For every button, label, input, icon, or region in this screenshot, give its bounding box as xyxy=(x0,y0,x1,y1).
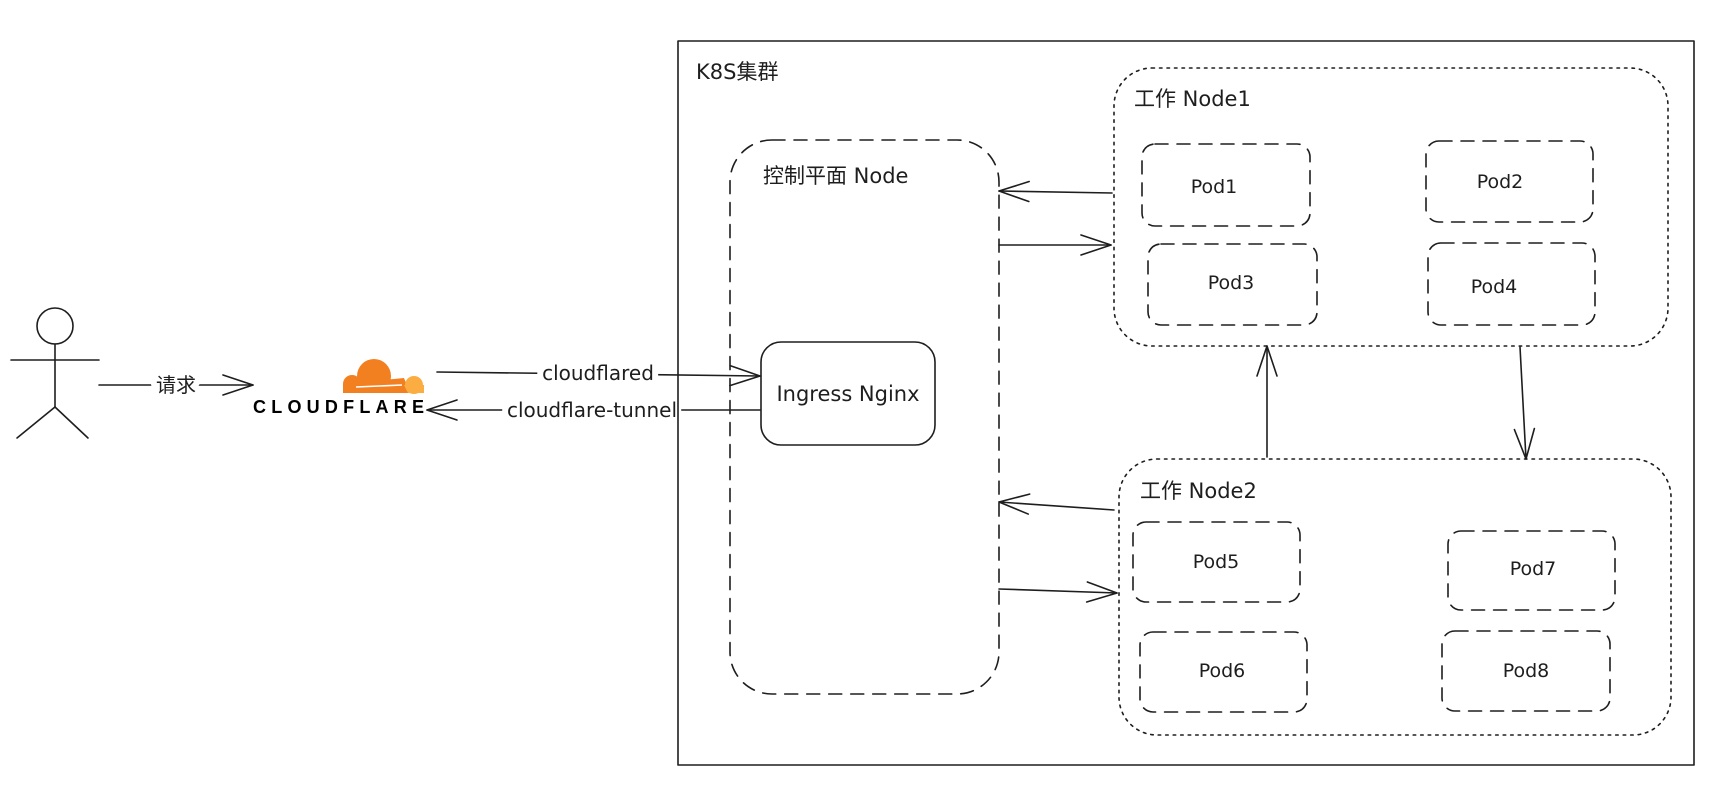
pod-8: Pod8 xyxy=(1441,630,1611,712)
k8s-cluster: K8S集群 控制平面 Node Ingress Nginx 工作 Node1 P… xyxy=(677,40,1695,766)
user-actor-icon xyxy=(10,307,100,439)
pod-8-box xyxy=(1441,630,1611,712)
worker-node-1: 工作 Node1 Pod1 Pod2 Pod3 Pod4 xyxy=(1113,67,1669,347)
pod-2-label: Pod2 xyxy=(1477,171,1524,193)
control-plane-title: 控制平面 Node xyxy=(763,164,908,188)
pod-3-box xyxy=(1147,243,1318,326)
cloudflared-label: cloudflared xyxy=(542,361,654,385)
pod-2-box xyxy=(1425,140,1594,223)
worker-node-1-title: 工作 Node1 xyxy=(1134,87,1251,111)
worker-node-2: 工作 Node2 Pod5 Pod6 Pod7 Pod8 xyxy=(1118,458,1672,736)
actor-head xyxy=(36,307,74,345)
worker-node-2-title: 工作 Node2 xyxy=(1140,479,1257,503)
ingress-nginx-label: Ingress Nginx xyxy=(776,382,919,406)
request-arrow: 请求 xyxy=(98,367,254,403)
pod-7: Pod7 xyxy=(1447,530,1616,611)
pod-5-label: Pod5 xyxy=(1193,551,1240,573)
k8s-cluster-title: K8S集群 xyxy=(696,60,778,84)
pod-5-box xyxy=(1132,521,1301,603)
pod-7-label: Pod7 xyxy=(1510,558,1557,580)
cloudflare-tunnel-label: cloudflare-tunnel xyxy=(507,398,677,422)
node1-to-node2-arrow xyxy=(1513,346,1536,460)
pod-6-label: Pod6 xyxy=(1199,660,1246,682)
pod-4: Pod4 xyxy=(1427,242,1596,326)
k8s-cluster-frame xyxy=(677,40,1695,766)
pod-7-box xyxy=(1447,530,1616,611)
pod-1-box xyxy=(1141,143,1311,227)
cloudflare-logo: CLOUDFLARE xyxy=(253,359,424,417)
actor-left-leg xyxy=(16,406,56,439)
actor-right-leg xyxy=(54,406,89,439)
control-plane-to-node2-arrow xyxy=(998,581,1118,603)
ingress-nginx-box xyxy=(760,341,936,446)
pod-3: Pod3 xyxy=(1147,243,1318,326)
worker-node-1-frame xyxy=(1113,67,1669,347)
pod-1: Pod1 xyxy=(1141,143,1311,227)
cloudflared-arrow-line xyxy=(436,364,761,387)
pod-6: Pod6 xyxy=(1139,631,1308,713)
cloudflare-tunnel-arrow: cloudflare-tunnel xyxy=(426,392,761,428)
node1-to-control-plane-arrow xyxy=(998,180,1113,203)
pod-8-label: Pod8 xyxy=(1503,660,1550,682)
cloudflare-wordmark: CLOUDFLARE xyxy=(253,397,424,417)
node2-to-control-plane-arrow xyxy=(998,493,1115,515)
cloudflared-arrow: cloudflared xyxy=(436,355,761,391)
control-plane-frame xyxy=(729,139,1000,695)
control-plane-node: 控制平面 Node Ingress Nginx xyxy=(729,139,1000,695)
pod-2: Pod2 xyxy=(1425,140,1594,223)
request-label: 请求 xyxy=(156,373,196,397)
cloudflare-cloud-icon xyxy=(343,359,424,394)
pod-6-box xyxy=(1139,631,1308,713)
pod-4-box xyxy=(1427,242,1596,326)
pod-3-label: Pod3 xyxy=(1208,272,1255,294)
ingress-nginx: Ingress Nginx xyxy=(760,341,936,446)
pod-1-label: Pod1 xyxy=(1191,176,1238,198)
pod-4-label: Pod4 xyxy=(1471,276,1518,298)
pod-5: Pod5 xyxy=(1132,521,1301,603)
